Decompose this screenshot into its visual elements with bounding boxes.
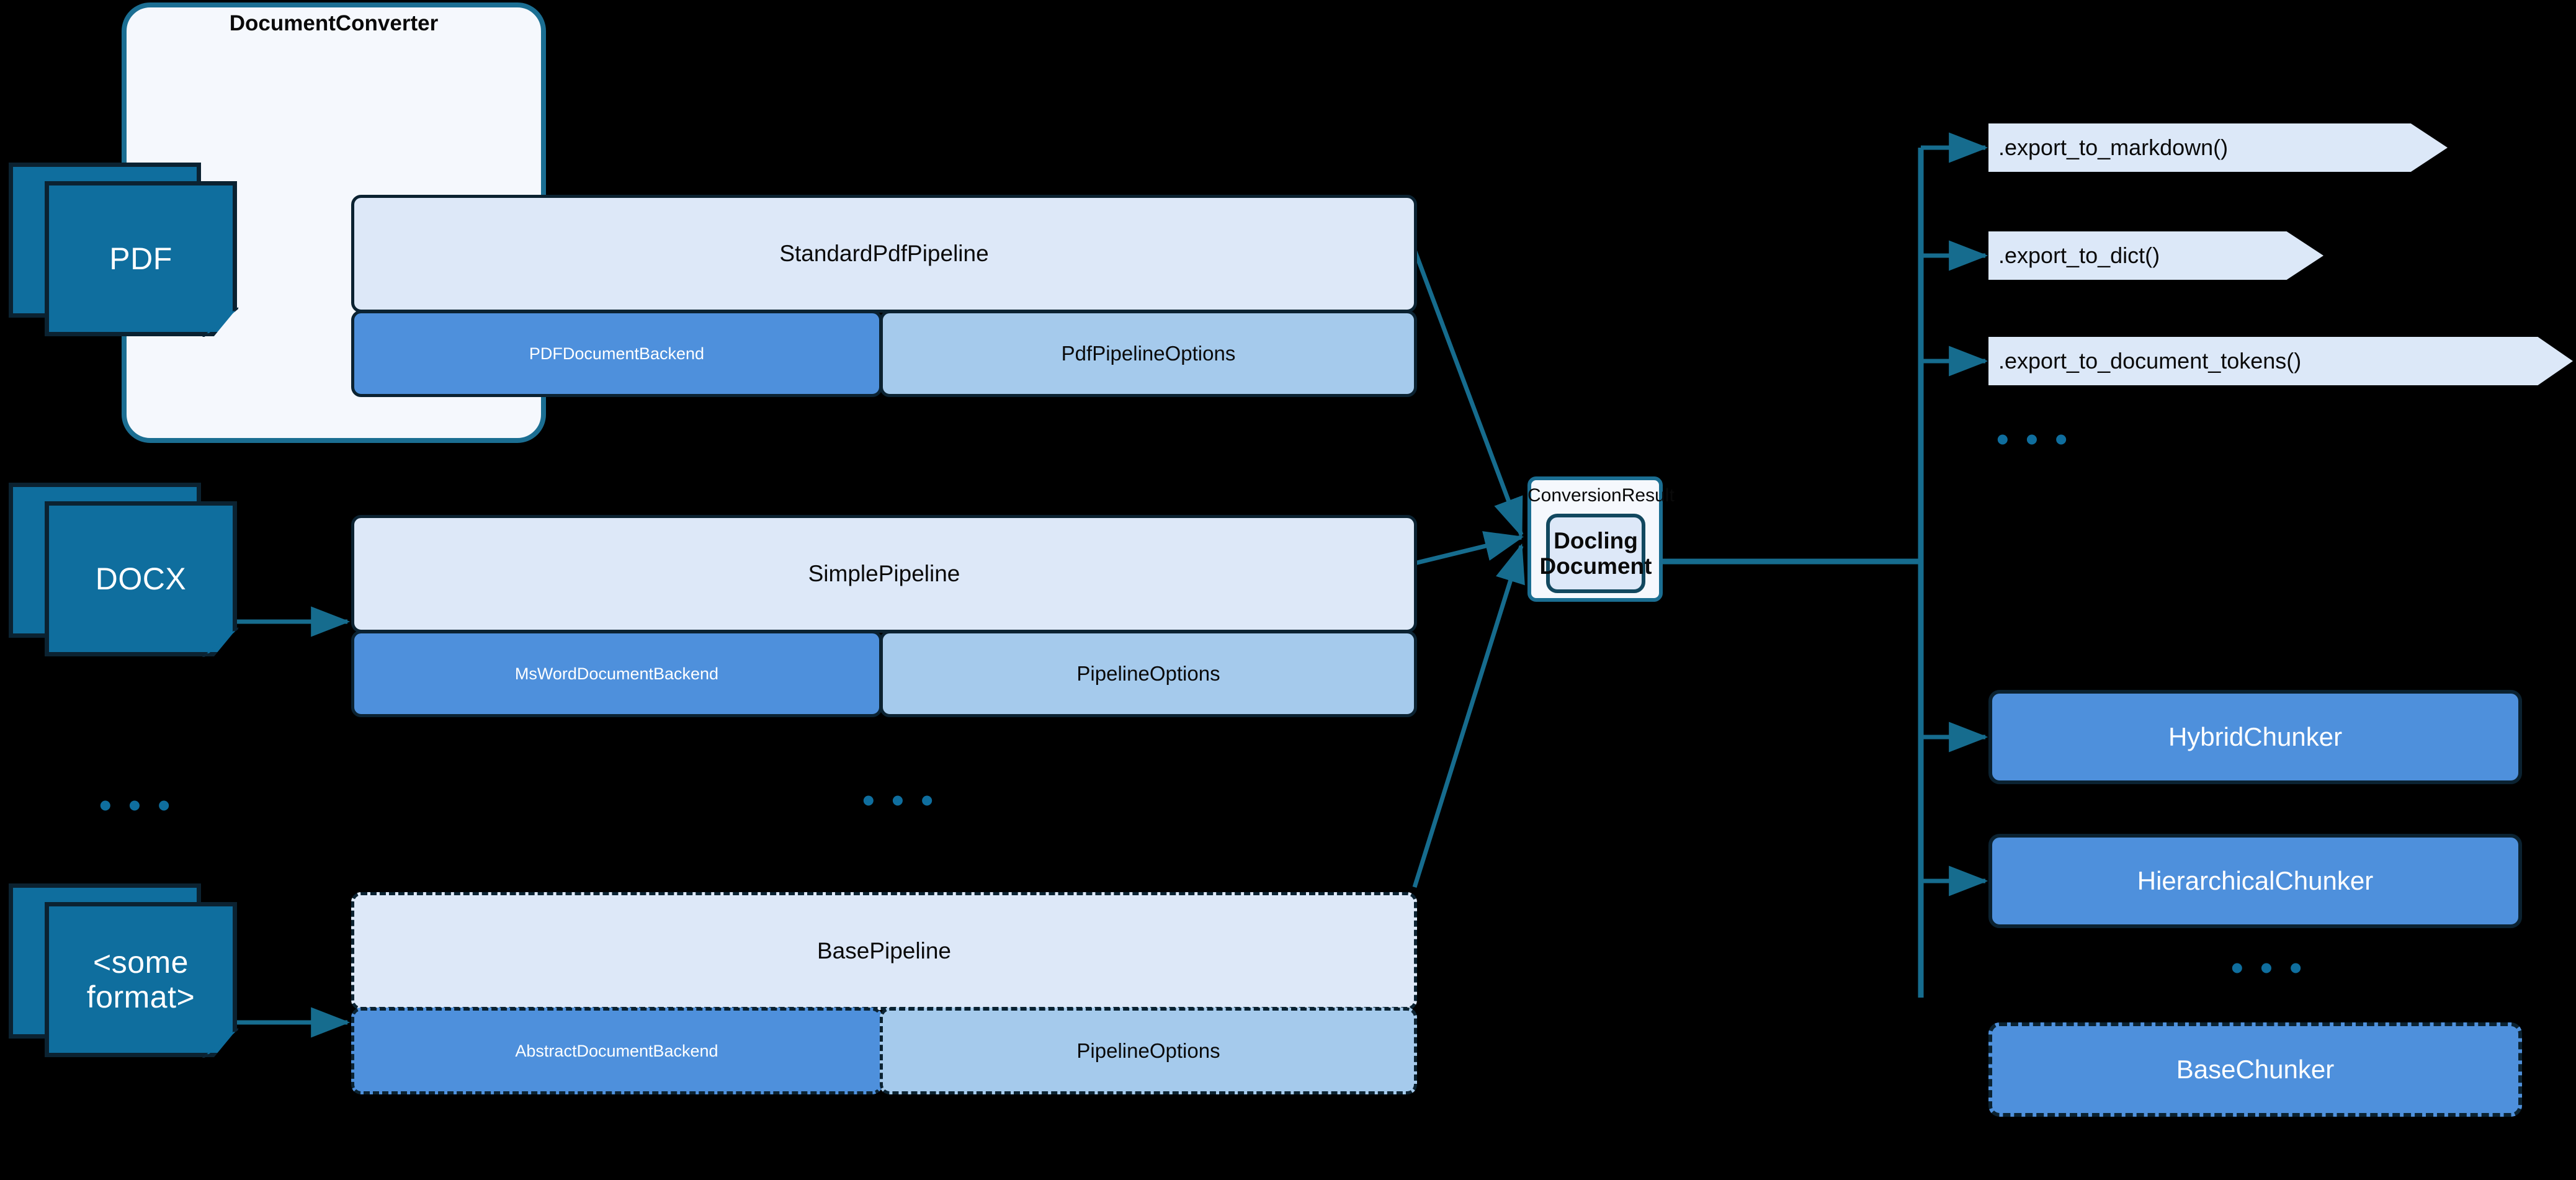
pipeline-options[interactable]: PipelineOptions xyxy=(880,1008,1417,1094)
input-document-label: PDF xyxy=(109,241,172,276)
input-document-label: <some format> xyxy=(87,945,195,1014)
export-banner-dict[interactable]: .export_to_dict() xyxy=(1988,231,2323,280)
result-output-trunk xyxy=(1649,148,1924,998)
output-branch-connectors xyxy=(1921,132,1988,896)
input-ellipsis: • • • xyxy=(99,785,174,825)
pipeline-base[interactable]: BasePipeline AbstractDocumentBackend Pip… xyxy=(351,892,1417,1094)
pipeline-parts-row: MsWordDocumentBackend PipelineOptions xyxy=(351,630,1417,717)
chunkers-ellipsis: • • • xyxy=(2231,948,2305,987)
pipeline-options[interactable]: PipelineOptions xyxy=(880,630,1417,717)
document-sheet-front: DOCX xyxy=(45,501,237,656)
conversion-result-title: ConversionResult xyxy=(1527,485,1675,506)
export-method-label: .export_to_markdown() xyxy=(1998,135,2229,160)
pipeline-backend[interactable]: AbstractDocumentBackend xyxy=(351,1008,882,1094)
pipeline-parts-row: PDFDocumentBackend PdfPipelineOptions xyxy=(351,310,1417,397)
pipeline-name: StandardPdfPipeline xyxy=(351,195,1417,313)
chunker-hierarchical[interactable]: HierarchicalChunker xyxy=(1988,834,2522,928)
input-document-label: DOCX xyxy=(95,561,187,596)
pipeline-simple[interactable]: SimplePipeline MsWordDocumentBackend Pip… xyxy=(351,515,1417,717)
chunker-hybrid[interactable]: HybridChunker xyxy=(1988,690,2522,784)
pipeline-parts-row: AbstractDocumentBackend PipelineOptions xyxy=(351,1008,1417,1094)
export-banner-markdown[interactable]: .export_to_markdown() xyxy=(1988,123,2448,172)
docling-document-line2: Document xyxy=(1539,553,1652,579)
pipeline-standard-pdf[interactable]: StandardPdfPipeline PDFDocumentBackend P… xyxy=(351,195,1417,397)
export-banner-document-tokens[interactable]: .export_to_document_tokens() xyxy=(1988,337,2573,385)
converter-ellipsis: • • • xyxy=(862,780,937,820)
document-sheet-front: <some format> xyxy=(45,902,237,1057)
pipeline-options[interactable]: PdfPipelineOptions xyxy=(880,310,1417,397)
input-document-label-line1: <some xyxy=(93,945,189,980)
pipeline-backend[interactable]: MsWordDocumentBackend xyxy=(351,630,882,717)
pipeline-name: BasePipeline xyxy=(351,892,1417,1010)
document-sheet-front: PDF xyxy=(45,181,237,336)
export-method-label: .export_to_dict() xyxy=(1998,243,2160,268)
pipeline-name: SimplePipeline xyxy=(351,515,1417,633)
pipeline-to-result-connectors xyxy=(1412,249,1525,888)
pipeline-backend[interactable]: PDFDocumentBackend xyxy=(351,310,882,397)
chunker-base[interactable]: BaseChunker xyxy=(1988,1022,2522,1117)
export-method-label: .export_to_document_tokens() xyxy=(1998,348,2302,373)
exports-ellipsis: • • • xyxy=(1997,419,2071,458)
docling-document-line1: Docling xyxy=(1554,527,1638,553)
document-converter-title: DocumentConverter xyxy=(229,11,439,35)
docling-document-box[interactable]: Docling Document xyxy=(1540,514,1652,593)
input-document-label-line2: format> xyxy=(86,980,195,1014)
